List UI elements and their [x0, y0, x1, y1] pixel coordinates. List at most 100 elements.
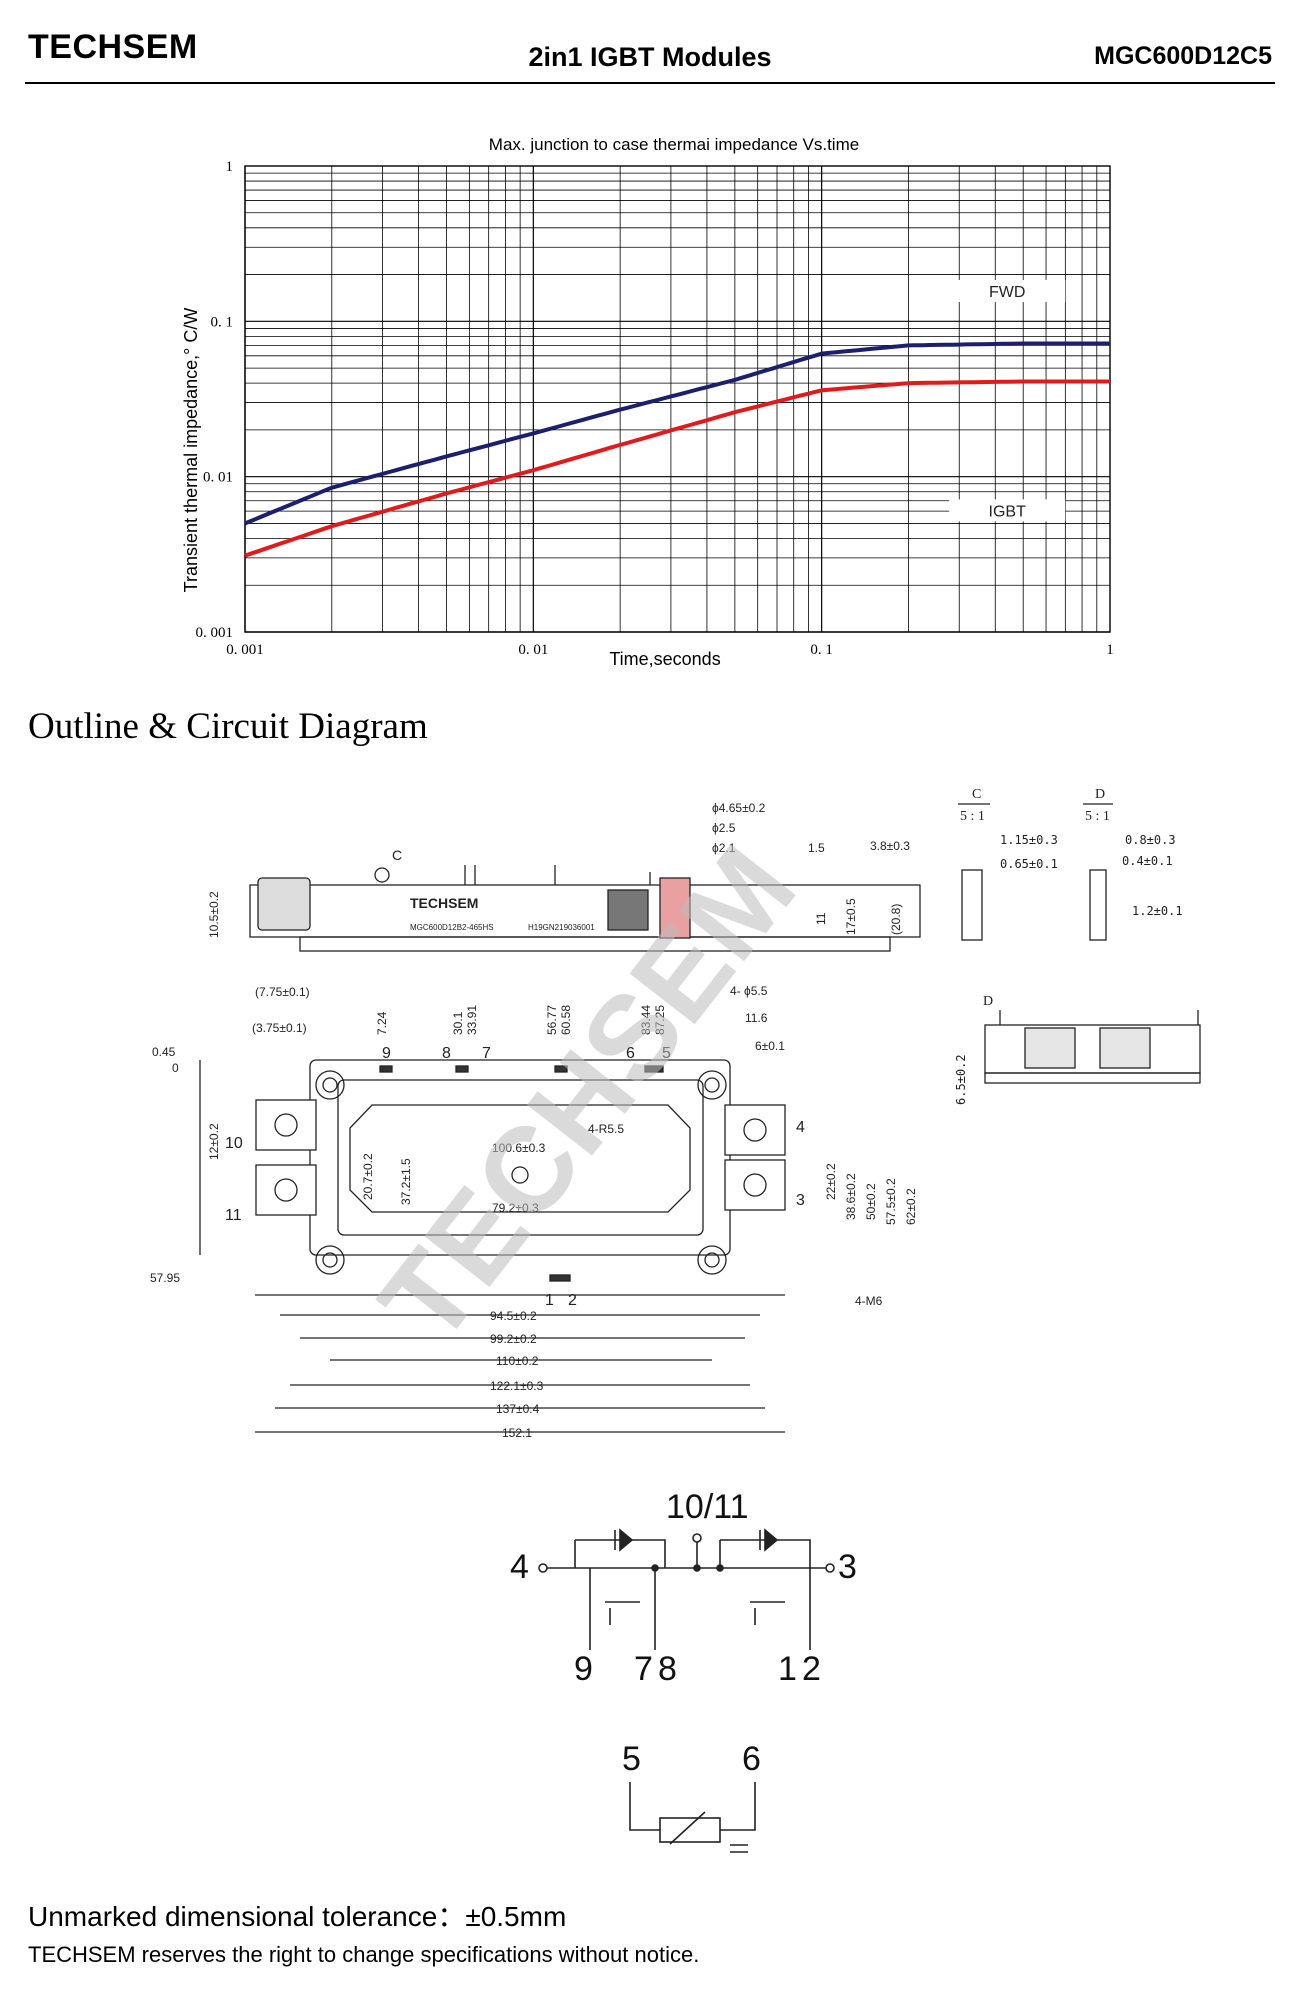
chart-series-label-fwd: FWD [989, 284, 1025, 301]
chart-x-tick-label: 1 [1106, 642, 1114, 658]
document-title: 2in1 IGBT Modules [528, 42, 772, 72]
terminal-7: 7 [634, 1650, 653, 1688]
dim-301: 30.1 [451, 1011, 465, 1035]
dim-phi465: ϕ4.65±0.2 [712, 801, 766, 815]
dim-724: 7.24 [375, 1011, 389, 1035]
terminal-3: 3 [838, 1548, 857, 1586]
chart-grid [244, 165, 1111, 633]
pin-11: 11 [225, 1207, 242, 1224]
section-title: Outline & Circuit Diagram [28, 706, 428, 747]
dim-4m6: 4-M6 [855, 1294, 883, 1308]
dim-945: 94.5±0.2 [490, 1309, 537, 1323]
dim-375: (3.75±0.1) [252, 1021, 307, 1035]
dim-12: 12±0.2 [207, 1123, 221, 1160]
dim-17: 17±0.5 [844, 898, 858, 935]
brand-name: TECHSEM [28, 28, 198, 66]
dim-22: 22±0.2 [824, 1163, 838, 1200]
end-view: D 6.5±0.2 [954, 994, 1201, 1105]
detail-c-scale: 5 : 1 [960, 809, 985, 824]
side-view-marking1: MGC600D12B2-465HS [410, 923, 494, 932]
specification-notice: TECHSEM reserves the right to change spe… [28, 1942, 700, 1967]
terminal-8: 8 [658, 1650, 677, 1688]
chart-series-label-igbt: IGBT [989, 503, 1027, 520]
chart-y-tick-label: 0. 1 [211, 314, 234, 330]
dim-6058: 60.58 [559, 1005, 573, 1035]
detail-d-scale: 5 : 1 [1085, 809, 1110, 824]
end-view-label: D [983, 994, 993, 1009]
chart-title: Max. junction to case thermai impedance … [489, 135, 859, 154]
dim-208: (20.8) [889, 904, 903, 935]
terminal-2: 2 [802, 1650, 821, 1688]
tolerance-note: Unmarked dimensional tolerance：±0.5mm [28, 1901, 567, 1932]
pin-5: 5 [662, 1045, 671, 1062]
dim-phi25: ϕ2.5 [712, 821, 736, 835]
chart-x-tick-label: 0. 1 [810, 642, 833, 658]
dim-11: 11 [814, 912, 828, 925]
pin-1: 1 [545, 1292, 554, 1309]
chart-series-line-igbt [244, 379, 1110, 558]
chart-x-tick-label: 0. 001 [226, 642, 264, 658]
detail-c-dim1: 1.15±0.3 [1000, 833, 1058, 847]
chart-series-line-fwd [244, 341, 1110, 526]
chart-legend-box [949, 499, 1066, 522]
chart-series: FWD IGBT [244, 279, 1110, 558]
outline-drawing: TECHSEM MGC600D12B2-465HS H19GN219036001… [150, 787, 1201, 1440]
dim-3391: 33.91 [465, 1005, 479, 1035]
chart-y-tick-label: 0. 01 [203, 470, 233, 486]
pin-4: 4 [796, 1119, 805, 1136]
pin-8: 8 [442, 1045, 451, 1062]
circuit-diagram: 10/11 4 3 9 7 8 1 2 5 6 [510, 1490, 857, 1853]
dim-50: 50±0.2 [864, 1183, 878, 1220]
chart-x-label: Time,seconds [609, 649, 720, 669]
dim-992: 99.2±0.2 [490, 1332, 537, 1346]
dim-1006: 100.6±0.3 [492, 1141, 546, 1155]
terminal-4: 4 [510, 1548, 529, 1586]
top-view: (7.75±0.1) (3.75±0.1) 0.45 0 7.24 30.1 3… [150, 984, 918, 1440]
dim-110: 110±0.2 [496, 1354, 539, 1368]
header-rule [25, 82, 1275, 84]
chart-x-tick-label: 0. 01 [518, 642, 548, 658]
dim-8725: 87.25 [653, 1005, 667, 1035]
detail-d-dim1: 0.8±0.3 [1125, 833, 1176, 847]
dim-105: 10.5±0.2 [207, 891, 221, 938]
dim-792: 79.2±0.3 [492, 1201, 539, 1215]
side-view-detail-c: C [392, 847, 402, 863]
terminal-10-11: 10/11 [666, 1490, 749, 1526]
chart-y-tick-label: 1 [226, 159, 234, 175]
side-view: TECHSEM MGC600D12B2-465HS H19GN219036001… [207, 801, 921, 952]
thermal-impedance-chart: Max. junction to case thermai impedance … [181, 135, 1114, 669]
dim-6: 6±0.1 [755, 1039, 785, 1053]
detail-d-dim3: 1.2±0.1 [1132, 904, 1183, 918]
pin-7: 7 [482, 1045, 491, 1062]
detail-d: D 5 : 1 0.8±0.3 0.4±0.1 1.2±0.1 [1083, 787, 1183, 941]
dim-5677: 56.77 [545, 1005, 559, 1035]
pin-2: 2 [568, 1292, 577, 1309]
dim-5795: 57.95 [150, 1271, 180, 1285]
dim-372: 37.2±1.5 [399, 1158, 413, 1205]
end-view-dim: 6.5±0.2 [954, 1054, 968, 1105]
terminal-1: 1 [778, 1650, 797, 1688]
dim-116: 11.6 [745, 1011, 768, 1025]
chart-plot-frame [244, 165, 1111, 633]
dim-8344: 83.44 [639, 1005, 653, 1035]
dim-137: 137±0.4 [496, 1402, 540, 1416]
dim-0: 0 [172, 1061, 179, 1075]
detail-d-title: D [1095, 787, 1105, 802]
dim-4r55: 4-R5.5 [588, 1122, 624, 1136]
pin-3: 3 [796, 1192, 805, 1209]
dim-4phi55: 4- ϕ5.5 [730, 984, 768, 998]
detail-d-dim2: 0.4±0.1 [1122, 854, 1173, 868]
chart-legend-box [949, 279, 1066, 302]
dim-575: 57.5±0.2 [884, 1178, 898, 1225]
pin-9: 9 [382, 1045, 391, 1062]
detail-c: C 5 : 1 1.15±0.3 0.65±0.1 [958, 787, 1058, 941]
dim-207: 20.7±0.2 [361, 1153, 375, 1200]
pin-6: 6 [626, 1045, 635, 1062]
pin-10: 10 [225, 1135, 243, 1152]
dim-62: 62±0.2 [904, 1188, 918, 1225]
detail-c-title: C [972, 787, 981, 802]
dim-1221: 122.1±0.3 [490, 1379, 544, 1393]
terminal-9: 9 [574, 1650, 593, 1688]
dim-15: 1.5 [808, 841, 825, 855]
